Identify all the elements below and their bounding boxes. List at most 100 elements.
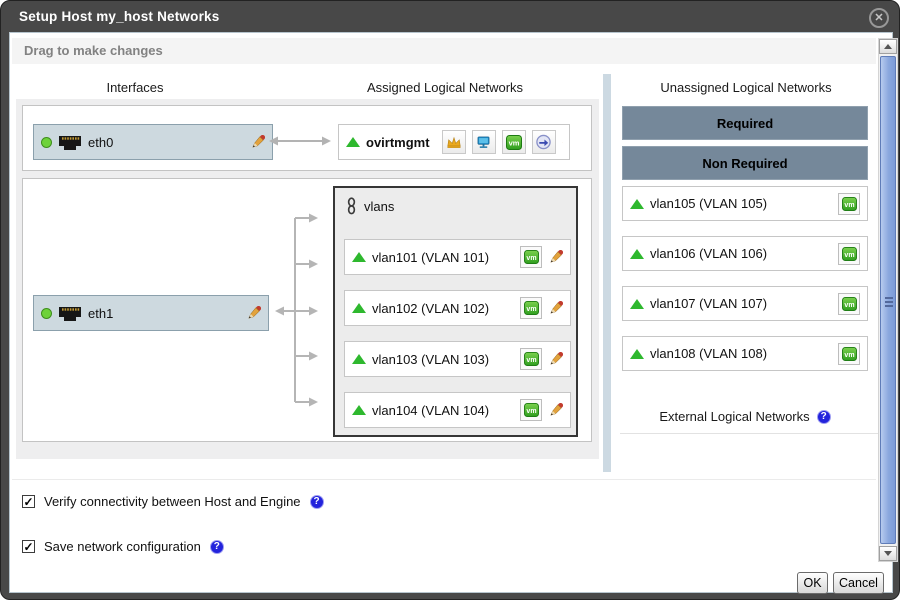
network-row-vlan104[interactable]: vlan104 (VLAN 104) vm — [344, 392, 571, 428]
svg-text:vm: vm — [508, 138, 519, 147]
interface-label: eth0 — [88, 135, 113, 150]
vertical-scrollbar[interactable] — [878, 38, 898, 562]
link-status-icon — [41, 137, 52, 148]
attach-arrows-eth1 — [268, 210, 320, 410]
svg-text:vm: vm — [844, 251, 854, 258]
network-row-vlan102[interactable]: vlan102 (VLAN 102) vm — [344, 290, 571, 326]
attach-arrow-eth0 — [268, 131, 332, 151]
help-icon[interactable]: ? — [817, 410, 831, 424]
network-row-vlan105[interactable]: vlan105 (VLAN 105) vm — [622, 186, 868, 221]
scroll-down-button[interactable] — [879, 546, 897, 561]
cancel-button[interactable]: Cancel — [833, 572, 884, 594]
edit-pencil-icon[interactable] — [548, 352, 563, 367]
network-up-icon — [630, 199, 644, 209]
link-status-icon — [41, 308, 52, 319]
svg-text:vm: vm — [526, 255, 536, 262]
chain-link-icon — [346, 197, 357, 215]
svg-text:vm: vm — [844, 201, 854, 208]
management-network-icon — [442, 130, 466, 154]
required-group-header: Required — [622, 106, 868, 140]
display-network-icon — [472, 130, 496, 154]
dialog-title: Setup Host my_host Networks — [19, 9, 219, 24]
drag-hint-bar: Drag to make changes — [12, 38, 876, 64]
interface-row-eth0[interactable]: eth0 — [33, 124, 273, 160]
vlans-group-label: vlans — [364, 199, 394, 214]
network-up-icon — [352, 303, 366, 313]
vm-network-icon: vm — [838, 243, 860, 265]
save-configuration-checkbox[interactable]: ✓ — [22, 540, 35, 553]
network-label: vlan103 (VLAN 103) — [372, 352, 489, 367]
vm-network-icon: vm — [520, 297, 542, 319]
footer-separator — [12, 479, 876, 480]
vm-network-icon: vm — [838, 293, 860, 315]
column-header-assigned: Assigned Logical Networks — [337, 80, 553, 95]
option-verify-connectivity: ✓ Verify connectivity between Host and E… — [22, 494, 324, 509]
scroll-up-button[interactable] — [879, 39, 897, 54]
svg-text:vm: vm — [526, 306, 536, 313]
network-row-vlan107[interactable]: vlan107 (VLAN 107) vm — [622, 286, 868, 321]
scrollbar-thumb[interactable] — [880, 56, 896, 544]
vlans-group-header: vlans — [335, 188, 576, 215]
chevron-up-icon — [884, 44, 892, 49]
network-row-vlan103[interactable]: vlan103 (VLAN 103) vm — [344, 341, 571, 377]
ok-button[interactable]: OK — [797, 572, 828, 594]
thumb-grip — [885, 297, 893, 299]
network-up-icon — [352, 405, 366, 415]
network-label: ovirtmgmt — [366, 135, 430, 150]
svg-text:vm: vm — [526, 408, 536, 415]
network-label: vlan105 (VLAN 105) — [650, 196, 767, 211]
verify-connectivity-checkbox[interactable]: ✓ — [22, 495, 35, 508]
ethernet-port-icon — [58, 304, 82, 323]
interface-row-eth1[interactable]: eth1 — [33, 295, 269, 331]
edit-pencil-icon[interactable] — [548, 250, 563, 265]
help-icon[interactable]: ? — [210, 540, 224, 554]
edit-pencil-icon[interactable] — [548, 403, 563, 418]
network-up-icon — [352, 252, 366, 262]
network-row-vlan108[interactable]: vlan108 (VLAN 108) vm — [622, 336, 868, 371]
vm-network-icon: vm — [838, 193, 860, 215]
network-label: vlan101 (VLAN 101) — [372, 250, 489, 265]
network-up-icon — [630, 299, 644, 309]
network-label: vlan108 (VLAN 108) — [650, 346, 767, 361]
column-header-interfaces: Interfaces — [62, 80, 208, 95]
network-row-vlan106[interactable]: vlan106 (VLAN 106) vm — [622, 236, 868, 271]
vm-network-icon: vm — [520, 246, 542, 268]
vm-network-icon: vm — [502, 130, 526, 154]
svg-text:vm: vm — [844, 301, 854, 308]
svg-text:vm: vm — [844, 351, 854, 358]
network-up-icon — [630, 249, 644, 259]
option-save-configuration: ✓ Save network configuration ? — [22, 539, 224, 554]
external-networks-separator — [620, 433, 878, 434]
ethernet-port-icon — [58, 133, 82, 152]
migration-network-icon — [532, 130, 556, 154]
external-networks-label: External Logical Networks — [659, 409, 809, 424]
edit-pencil-icon[interactable] — [246, 306, 261, 321]
non-required-group-header: Non Required — [622, 146, 868, 180]
network-label: vlan102 (VLAN 102) — [372, 301, 489, 316]
vm-network-icon: vm — [520, 399, 542, 421]
network-up-icon — [346, 137, 360, 147]
network-label: vlan104 (VLAN 104) — [372, 403, 489, 418]
external-networks-header: External Logical Networks ? — [612, 409, 878, 424]
network-row-ovirtmgmt[interactable]: ovirtmgmt — [338, 124, 570, 160]
network-label: vlan107 (VLAN 107) — [650, 296, 767, 311]
thumb-grip — [885, 305, 893, 307]
network-up-icon — [630, 349, 644, 359]
help-icon[interactable]: ? — [310, 495, 324, 509]
panel-divider — [603, 74, 611, 472]
vm-network-icon: vm — [838, 343, 860, 365]
chevron-down-icon — [884, 551, 892, 556]
vm-network-icon: vm — [520, 348, 542, 370]
option-label: Save network configuration — [44, 539, 201, 554]
vlans-group-container[interactable]: vlans vlan101 (VLAN 101) vm — [333, 186, 578, 437]
edit-pencil-icon[interactable] — [548, 301, 563, 316]
edit-pencil-icon[interactable] — [250, 135, 265, 150]
network-label: vlan106 (VLAN 106) — [650, 246, 767, 261]
network-up-icon — [352, 354, 366, 364]
network-row-vlan101[interactable]: vlan101 (VLAN 101) vm — [344, 239, 571, 275]
dialog-body: Drag to make changes Interfaces Assigned… — [9, 32, 893, 593]
option-label: Verify connectivity between Host and Eng… — [44, 494, 301, 509]
close-icon[interactable]: ✕ — [869, 8, 889, 28]
thumb-grip — [885, 301, 893, 303]
